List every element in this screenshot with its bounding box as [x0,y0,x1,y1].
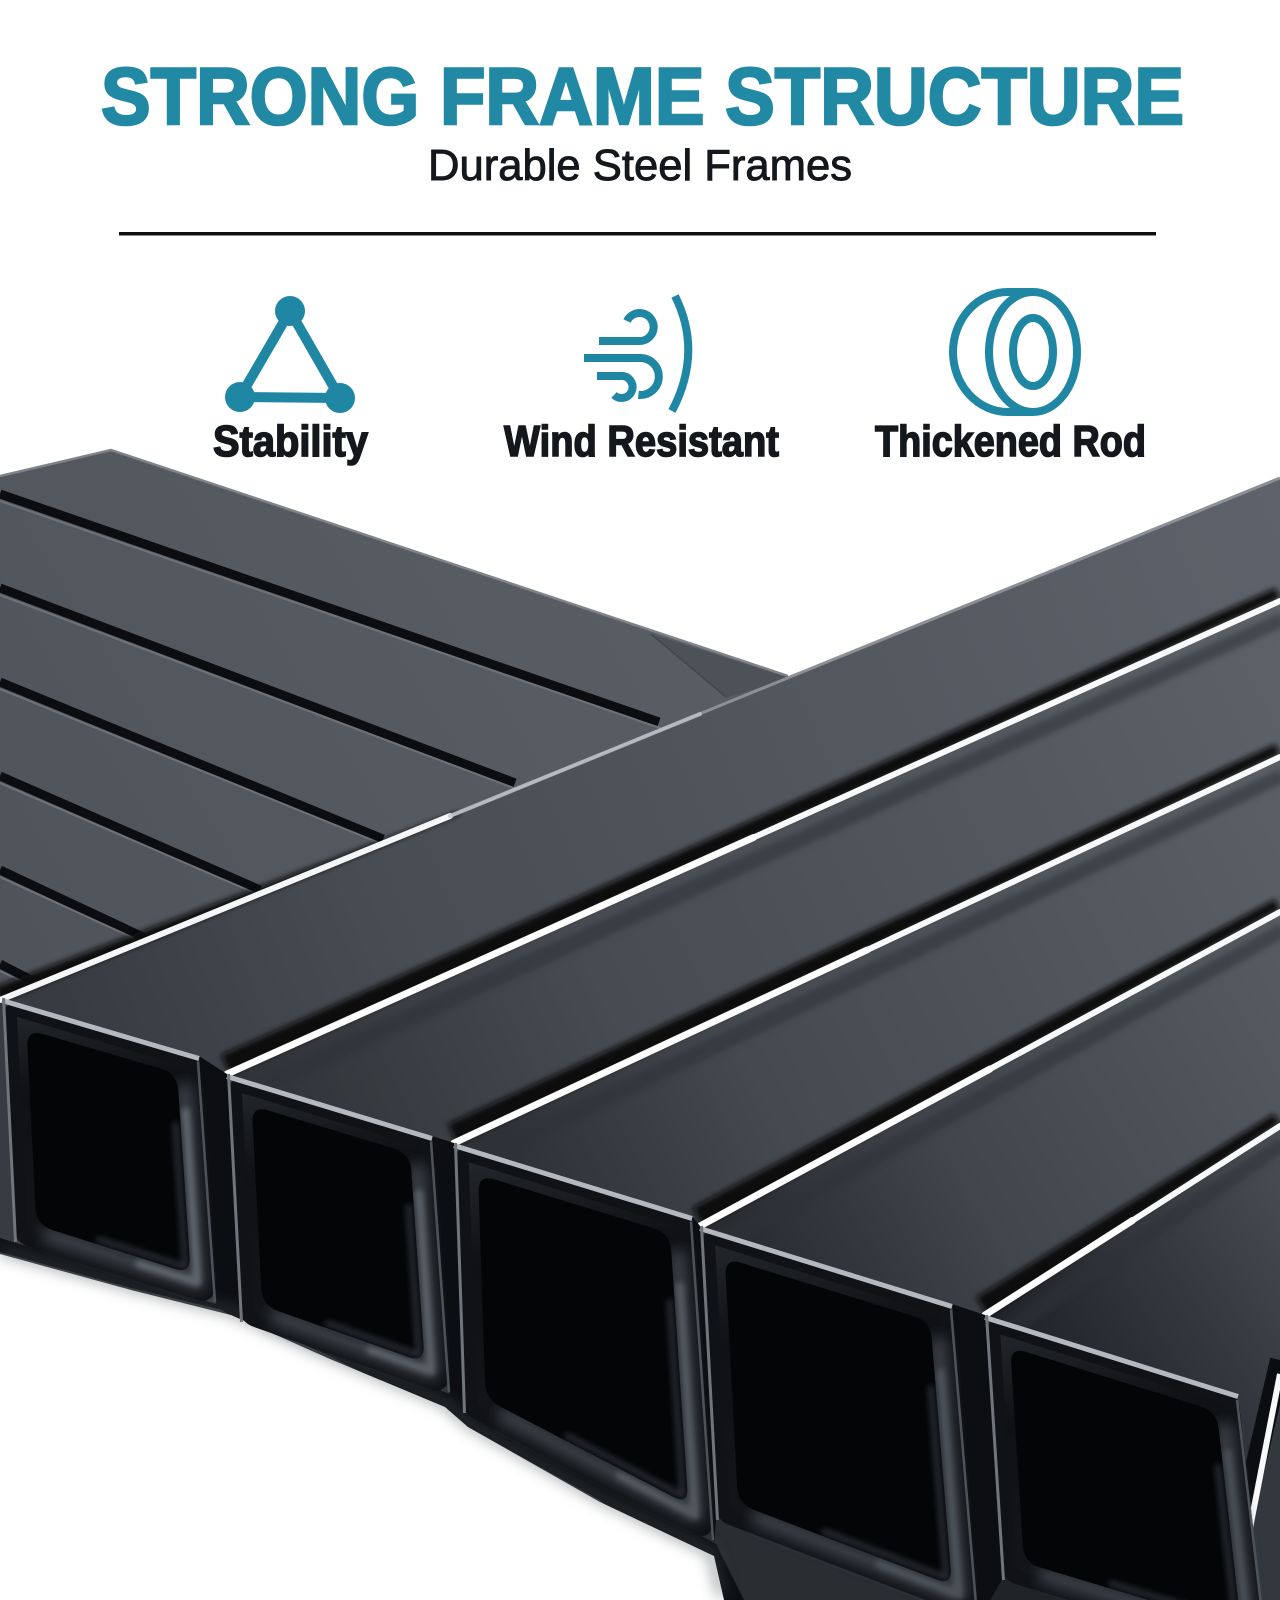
svg-text:Stability: Stability [213,417,368,466]
svg-text:Thickened Rod: Thickened Rod [875,417,1146,466]
svg-text:STRONG FRAME STRUCTURE: STRONG FRAME STRUCTURE [101,52,1184,142]
svg-text:Wind Resistant: Wind Resistant [504,417,779,466]
svg-text:Durable Steel Frames: Durable Steel Frames [428,141,852,190]
